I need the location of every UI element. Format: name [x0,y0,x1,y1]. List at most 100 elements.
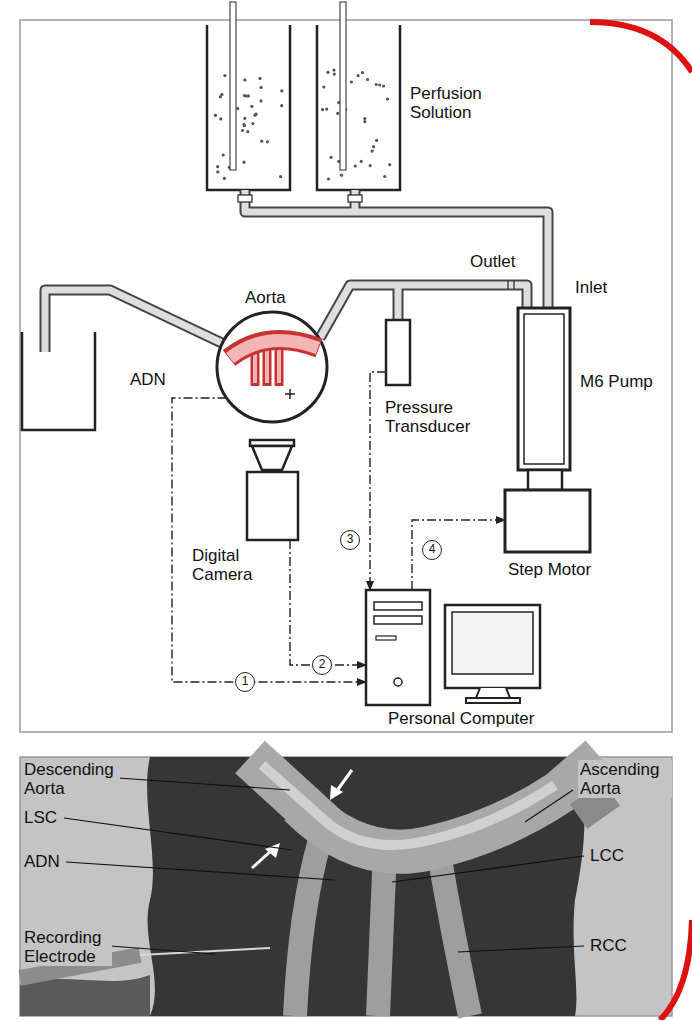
particle [382,84,385,87]
dish-outline [217,312,327,422]
photo-label: Ascending Aorta [578,760,672,798]
particle [375,83,378,86]
part-label: ADN [130,370,166,389]
particle [246,130,249,133]
photo-label: LCC [588,846,626,865]
aorta-dish-shape [205,288,340,428]
particle [372,145,375,148]
monitor [445,605,540,688]
leader-line [66,862,335,880]
red-arc [660,920,692,1020]
photo-label: Descending Aorta [22,760,120,798]
particle [361,71,364,74]
photo-aorta [20,757,620,1016]
particle [369,164,372,167]
white-arrow-head [330,785,343,800]
particle [260,140,263,143]
pump-body [518,308,570,470]
particle [363,117,366,120]
particle [383,175,386,178]
pump: M6 Pump [516,306,661,472]
particle [236,107,239,110]
particle [280,104,283,107]
vessel-branch [263,346,272,386]
beaker [317,25,400,190]
particle [360,160,363,163]
particle [327,177,330,180]
monitor-stand [476,688,510,698]
particle [258,77,261,80]
aorta-specimen-fill [230,340,318,358]
drive-slot [374,616,422,624]
photo-label: Recording Electrode [22,928,112,966]
waste-beaker [22,332,95,430]
node-label: Pressure Transducer [385,398,505,436]
node-label: Digital Camera [192,546,277,584]
vessel-highlight [262,765,555,845]
power-button [394,678,402,686]
lsc-vessel [295,840,320,1016]
particle [333,73,336,76]
personal-computer-shape [362,586,627,730]
particle [214,114,217,117]
leader-line [110,946,215,954]
part-label: Outlet [470,252,515,271]
particle [254,113,257,116]
callout-number: 4 [422,540,442,560]
particle [216,165,219,168]
particle [340,174,343,177]
particle [223,74,226,77]
particle [325,108,328,111]
callout-number: 2 [312,655,332,675]
valve [238,195,252,202]
particle [371,150,374,153]
electrode-mark [285,389,295,399]
particle [322,85,325,88]
particle [260,86,263,89]
aorta-dish: Aorta [205,288,340,428]
part-label: Inlet [575,278,607,297]
particles [214,69,391,181]
signal-line [290,540,366,665]
node-label: Aorta [245,288,286,307]
vessel-branch-fill [277,346,281,383]
signal-line [370,372,386,590]
motor-body [505,490,590,552]
particle [366,78,369,81]
stir-rod [340,2,346,170]
particle [326,71,329,74]
particle [279,175,282,178]
personal-computer: Personal Computer [362,586,627,730]
step-motor: Step Motor [503,468,613,593]
particle [251,122,254,125]
signal-line [172,398,366,682]
aorta-specimen [229,340,319,358]
particle [242,123,245,126]
particle [242,161,245,164]
white-arrow-head [265,843,280,858]
particle [388,163,391,166]
particle [363,120,366,123]
white-arrow [336,770,352,792]
node-label: Personal Computer [388,709,534,728]
part-label: Perfusion Solution [410,84,510,122]
stir-rod [230,2,236,170]
particle [222,153,225,156]
particle [220,93,223,96]
monitor-base [466,698,520,703]
particle [253,114,256,117]
photo-panel [20,757,672,1016]
photo-label: RCC [588,936,629,955]
signal-line [412,520,505,590]
leader-line [118,778,290,790]
callout-number: 3 [340,530,360,550]
particle [378,83,381,86]
pump-inner [524,314,564,464]
monitor-screen [452,612,533,674]
particle [350,80,353,83]
particle [243,117,246,120]
photo-label: LSC [22,808,59,827]
particle [336,112,339,115]
particle [250,105,253,108]
